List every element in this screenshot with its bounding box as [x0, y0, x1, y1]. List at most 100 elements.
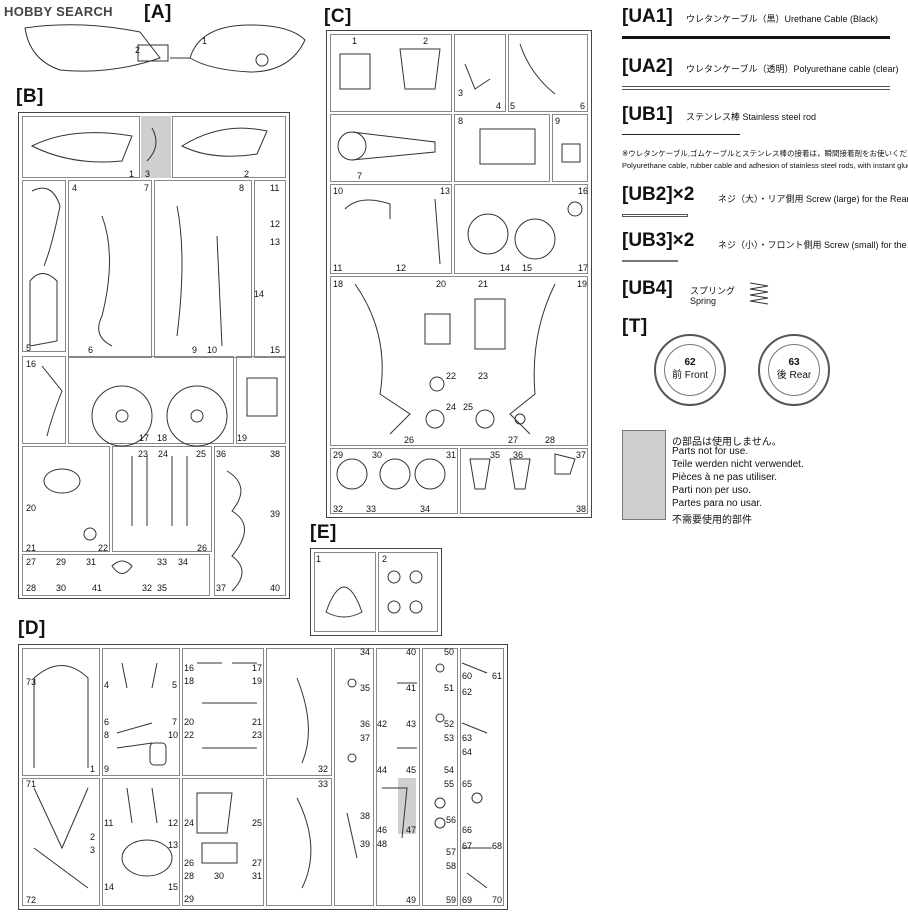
rear-tire-rim — [768, 344, 820, 396]
part-b-1: 1 — [129, 169, 135, 179]
part-d-47: 47 — [406, 825, 417, 835]
part-d-69: 69 — [462, 895, 473, 905]
part-c-6: 6 — [580, 101, 586, 111]
part-b-35: 35 — [157, 583, 168, 593]
not-used-de: Teile werden nicht verwendet. — [672, 459, 804, 470]
part-b-24: 24 — [158, 449, 169, 459]
part-d-27: 27 — [252, 858, 263, 868]
sprue-c-cell — [330, 276, 588, 446]
rear-tire-label: 後 Rear — [776, 370, 812, 381]
part-c-12: 12 — [396, 263, 407, 273]
sprue-c-cell — [454, 34, 506, 112]
part-c-17: 17 — [578, 263, 589, 273]
section-a-label: [A] — [144, 2, 172, 23]
part-d-10: 10 — [168, 730, 179, 740]
part-d-33: 33 — [318, 779, 329, 789]
sprue-c-cell — [330, 184, 452, 274]
logo-text: HOBBY SEARCH — [4, 4, 113, 19]
part-d-15: 15 — [168, 882, 179, 892]
ua1-desc: ウレタンケーブル（黒）Urethane Cable (Black) — [686, 14, 879, 24]
sprue-d-cell — [460, 648, 504, 906]
part-d-18: 18 — [184, 676, 195, 686]
part-b-34: 34 — [178, 557, 189, 567]
part-b-19: 19 — [237, 433, 248, 443]
part-d-35: 35 — [360, 683, 371, 693]
part-d-70: 70 — [492, 895, 503, 905]
part-c-9: 9 — [555, 116, 561, 126]
part-d-56: 56 — [446, 815, 457, 825]
part-c-22: 22 — [446, 371, 457, 381]
part-d-53: 53 — [444, 733, 455, 743]
part-b-37: 37 — [216, 583, 227, 593]
sprue-c-parts-sketch — [336, 43, 583, 490]
part-a-1: 1 — [202, 36, 208, 46]
part-c-5: 5 — [510, 101, 516, 111]
part-d-23: 23 — [252, 730, 263, 740]
part-b-23: 23 — [138, 449, 149, 459]
part-b-10: 10 — [207, 345, 218, 355]
part-c-18: 18 — [333, 279, 344, 289]
part-d-68: 68 — [492, 841, 503, 851]
part-d-40: 40 — [406, 647, 417, 657]
screw-large-icon — [622, 214, 688, 217]
sprue-b-cell — [214, 446, 286, 596]
sprue-e-frame — [310, 548, 442, 636]
part-c-36: 36 — [513, 450, 524, 460]
part-b-3: 3 — [145, 169, 151, 179]
part-d-17: 17 — [252, 663, 263, 673]
part-c-7: 7 — [357, 171, 363, 181]
part-c-13: 13 — [440, 186, 451, 196]
part-d-57: 57 — [446, 847, 457, 857]
part-d-9: 9 — [104, 764, 110, 774]
part-d-59: 59 — [446, 895, 457, 905]
part-b-20: 20 — [26, 503, 37, 513]
section-d-label: [D] — [18, 618, 46, 639]
sprue-d-cell — [334, 648, 374, 906]
part-d-72: 72 — [26, 895, 37, 905]
ub4-desc-jp: スプリング — [690, 286, 736, 296]
part-b-7: 7 — [144, 183, 150, 193]
part-d-71: 71 — [26, 779, 37, 789]
sprue-c-cell — [508, 34, 588, 112]
not-used-swatch — [622, 430, 666, 520]
sprue-b-cell — [22, 446, 110, 552]
sprue-e-cell — [378, 552, 438, 632]
glue-note-en: Polyurethane cable, rubber cable and adh… — [622, 161, 908, 170]
part-c-30: 30 — [372, 450, 383, 460]
part-b-39: 39 — [270, 509, 281, 519]
part-b-11: 11 — [270, 183, 280, 193]
part-b-18: 18 — [157, 433, 168, 443]
sprue-c-cell — [552, 114, 588, 182]
part-c-27: 27 — [508, 435, 519, 445]
ub2-desc: ネジ（大）・リア側用 Screw (large) for the Rear — [718, 194, 908, 204]
sprue-b-cell — [236, 356, 286, 444]
part-d-22: 22 — [184, 730, 195, 740]
part-b-14: 14 — [254, 289, 265, 299]
part-c-35: 35 — [490, 450, 501, 460]
ua2-desc: ウレタンケーブル（透明）Polyurethane cable (clear) — [686, 64, 899, 74]
part-d-32: 32 — [318, 764, 329, 774]
stainless-rod-icon — [622, 134, 740, 135]
part-d-29: 29 — [184, 894, 195, 904]
sprue-d-cell — [22, 778, 100, 906]
part-d-28: 28 — [184, 871, 195, 881]
part-b-8: 8 — [239, 183, 245, 193]
part-c-33: 33 — [366, 504, 377, 514]
part-b-41: 41 — [92, 583, 103, 593]
not-used-es: Partes para no usar. — [672, 498, 763, 509]
part-d-42: 42 — [377, 719, 388, 729]
part-e-2: 2 — [382, 554, 388, 564]
sprue-d-cell — [266, 778, 332, 906]
part-b-15: 15 — [270, 345, 281, 355]
part-d-3: 3 — [90, 845, 96, 855]
ub1-code: [UB1] — [622, 104, 673, 125]
part-c-29: 29 — [333, 450, 344, 460]
sprue-b-parts-sketch — [29, 127, 278, 592]
part-b-32: 32 — [142, 583, 153, 593]
spring-icon — [749, 282, 769, 305]
part-d-19: 19 — [252, 676, 263, 686]
sprue-c-cell — [454, 184, 588, 274]
part-d-51: 51 — [444, 683, 455, 693]
part-d-14: 14 — [104, 882, 115, 892]
ub4-code: [UB4] — [622, 278, 673, 299]
